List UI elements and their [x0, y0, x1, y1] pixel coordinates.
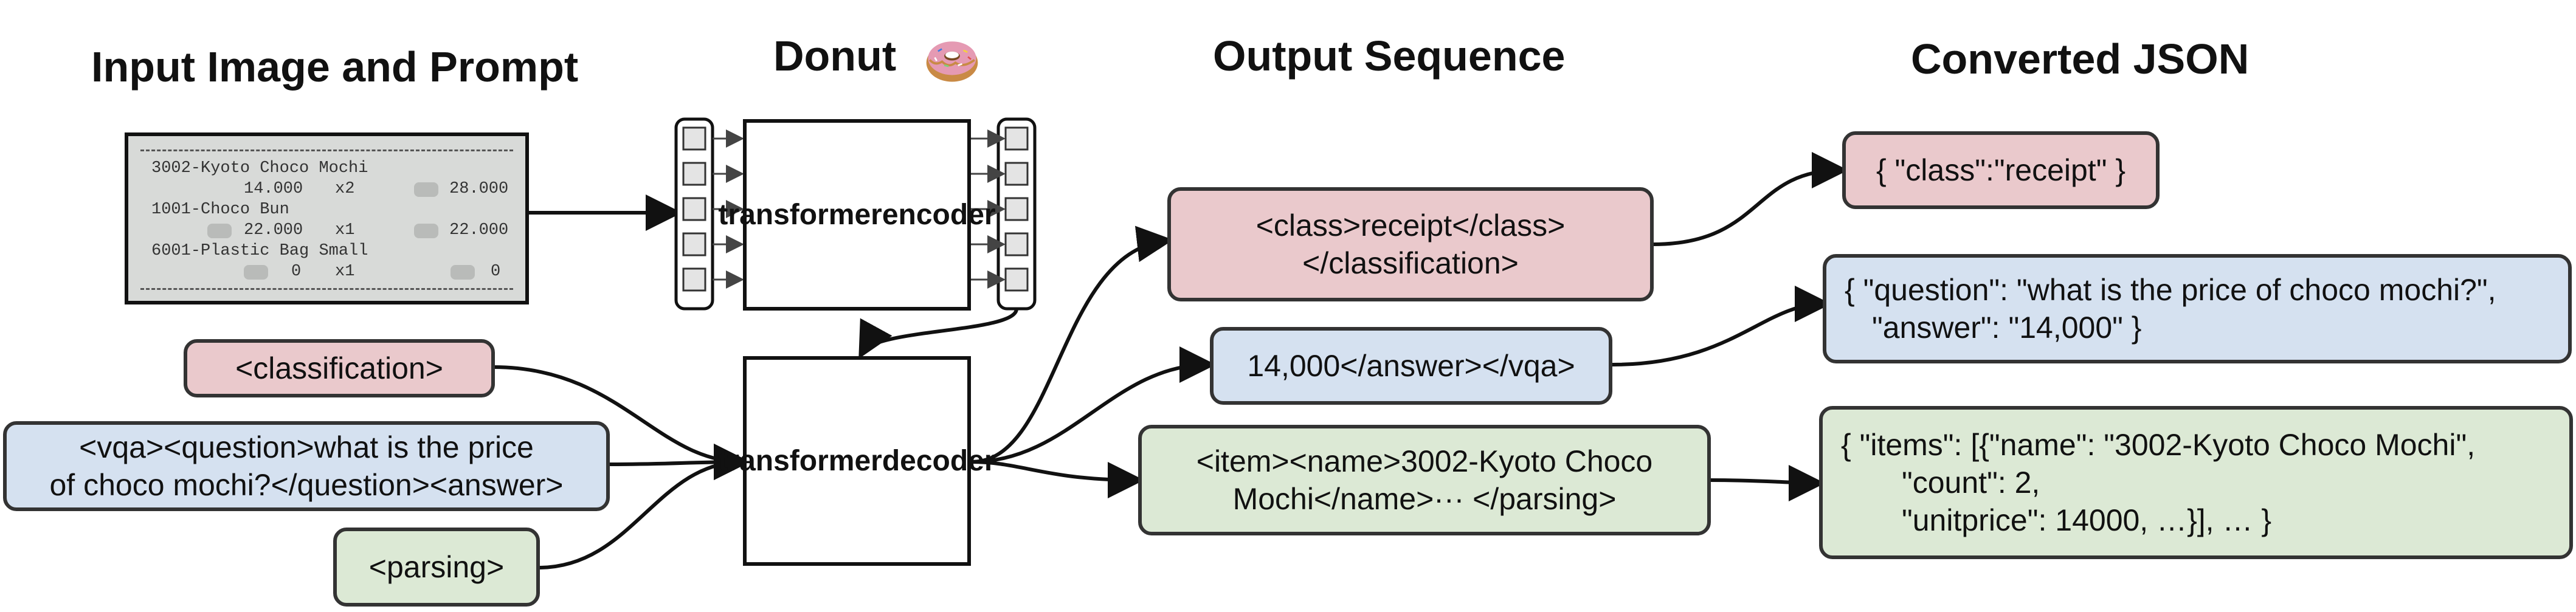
encoder-label-line2: encoder	[882, 198, 996, 231]
receipt-line: 0	[291, 263, 302, 281]
receipt-blur	[414, 224, 438, 238]
json-parsing: { "items": [{"name": "3002-Kyoto Choco M…	[1819, 406, 2573, 559]
decoder-label-line1: transformer	[718, 444, 882, 477]
decoder-label-line2: decoder	[882, 444, 996, 477]
arrow-decoder-to-classification	[971, 225, 1173, 464]
receipt-line: 14.000	[244, 180, 303, 198]
json-vqa: { "question": "what is the price of choc…	[1823, 254, 2572, 363]
receipt-blur	[207, 224, 232, 238]
output-parsing-line2: Mochi</name>··· </parsing>	[1232, 482, 1617, 516]
receipt-line: x1	[335, 221, 355, 239]
heading-donut: Donut	[773, 32, 897, 80]
receipt-line: 1001-Choco Bun	[151, 201, 289, 219]
prompt-parsing: <parsing>	[333, 528, 540, 607]
arrow-output-vqa-to-json	[1612, 286, 1831, 366]
json-parsing-line3: "unitprice": 14000, …}], … }	[1902, 503, 2272, 537]
arrow-output-parsing-to-json	[1709, 464, 1825, 501]
arrow-classification-to-decoder	[493, 365, 750, 480]
json-vqa-line1: { "question": "what is the price of choc…	[1845, 273, 2496, 307]
receipt-line: 0	[491, 263, 501, 281]
prompt-vqa: <vqa><question>what is the price of choco…	[3, 421, 610, 511]
receipt-line: 28.000	[449, 180, 509, 198]
arrow-decoder-to-vqa	[971, 346, 1216, 464]
transformer-decoder: transformerdecoder	[718, 356, 996, 566]
receipt-blur	[244, 265, 268, 280]
prompt-classification: <classification>	[184, 339, 495, 397]
receipt-line: x1	[335, 263, 355, 281]
json-parsing-line1: { "items": [{"name": "3002-Kyoto Choco M…	[1841, 428, 2476, 462]
output-classification-line1: <class>receipt</class>	[1255, 208, 1566, 242]
receipt-line: 22.000	[244, 221, 303, 239]
arrow-decoder-to-parsing	[971, 460, 1144, 498]
json-classification: { "class":"receipt" }	[1842, 131, 2160, 209]
receipt-blur	[451, 265, 475, 280]
receipt-line: 3002-Kyoto Choco Mochi	[151, 159, 368, 177]
output-vqa: 14,000</answer></vqa>	[1210, 327, 1612, 405]
prompt-vqa-line2: of choco mochi?</question><answer>	[49, 468, 564, 502]
prompt-classification-text: <classification>	[235, 351, 443, 385]
json-parsing-line2: "count": 2,	[1902, 466, 2040, 500]
output-classification: <class>receipt</class> </classification>	[1167, 187, 1654, 301]
receipt-line: x2	[335, 180, 355, 198]
arrow-parsing-to-decoder	[538, 444, 750, 569]
donut-emoji-icon	[926, 41, 978, 82]
arrow-output-classification-to-json	[1652, 152, 1848, 246]
json-classification-text: { "class":"receipt" }	[1876, 153, 2126, 187]
prompt-parsing-text: <parsing>	[368, 550, 505, 584]
output-vqa-text: 14,000</answer></vqa>	[1247, 349, 1575, 383]
heading-output: Output Sequence	[1213, 32, 1566, 80]
arrow-encoder-to-decoder	[858, 308, 1018, 359]
receipt-line: 6001-Plastic Bag Small	[151, 242, 368, 260]
prompt-vqa-line1: <vqa><question>what is the price	[79, 430, 534, 464]
receipt-image: 3002-Kyoto Choco Mochi 14.000 x2 28.000 …	[125, 132, 529, 304]
output-parsing-line1: <item><name>3002-Kyoto Choco	[1196, 444, 1653, 478]
heading-input: Input Image and Prompt	[91, 43, 579, 91]
receipt-blur	[414, 182, 438, 197]
transformer-encoder: transformerencoder	[718, 119, 996, 311]
json-vqa-line2: "answer": "14,000" }	[1872, 311, 2142, 345]
heading-json: Converted JSON	[1911, 35, 2250, 83]
receipt-line: 22.000	[449, 221, 509, 239]
encoder-label-line1: transformer	[718, 198, 882, 231]
output-classification-line2: </classification>	[1302, 246, 1519, 280]
